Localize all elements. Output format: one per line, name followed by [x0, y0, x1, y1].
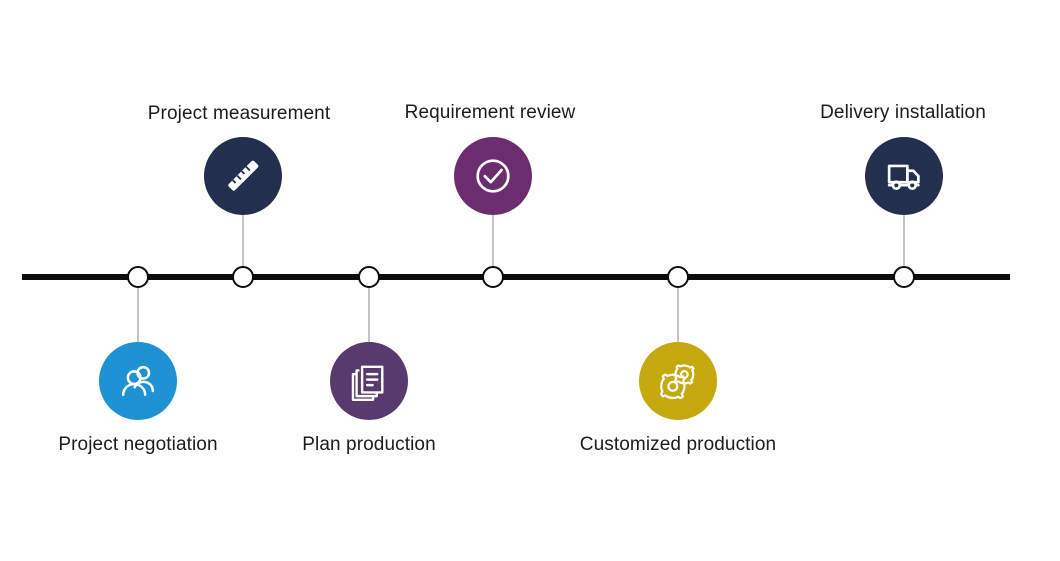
stem-plan-production: [368, 288, 370, 342]
label-customized-production: Customized production: [579, 434, 777, 455]
bubble-requirement-review[interactable]: [454, 137, 532, 215]
node-project-negotiation[interactable]: [127, 266, 149, 288]
pencil-ruler-icon: [220, 153, 266, 199]
node-plan-production[interactable]: [358, 266, 380, 288]
gears-icon: [655, 358, 701, 404]
label-requirement-review: Requirement review: [404, 102, 576, 123]
stem-customized-production: [677, 288, 679, 342]
node-delivery-installation[interactable]: [893, 266, 915, 288]
node-project-measurement[interactable]: [232, 266, 254, 288]
bubble-project-measurement[interactable]: [204, 137, 282, 215]
bubble-customized-production[interactable]: [639, 342, 717, 420]
bubble-project-negotiation[interactable]: [99, 342, 177, 420]
documents-stack-icon: [347, 359, 391, 403]
stem-project-negotiation: [137, 288, 139, 342]
node-requirement-review[interactable]: [482, 266, 504, 288]
timeline-axis: [22, 274, 1010, 280]
label-plan-production: Plan production: [302, 434, 436, 455]
label-project-negotiation: Project negotiation: [58, 434, 218, 455]
stem-requirement-review: [492, 215, 494, 267]
bubble-delivery-installation[interactable]: [865, 137, 943, 215]
check-circle-icon: [470, 153, 516, 199]
label-project-measurement: Project measurement: [147, 103, 331, 124]
people-group-icon: [115, 358, 161, 404]
delivery-truck-icon: [881, 153, 927, 199]
stem-project-measurement: [242, 215, 244, 267]
stem-delivery-installation: [903, 215, 905, 267]
node-customized-production[interactable]: [667, 266, 689, 288]
label-delivery-installation: Delivery installation: [820, 102, 986, 123]
bubble-plan-production[interactable]: [330, 342, 408, 420]
